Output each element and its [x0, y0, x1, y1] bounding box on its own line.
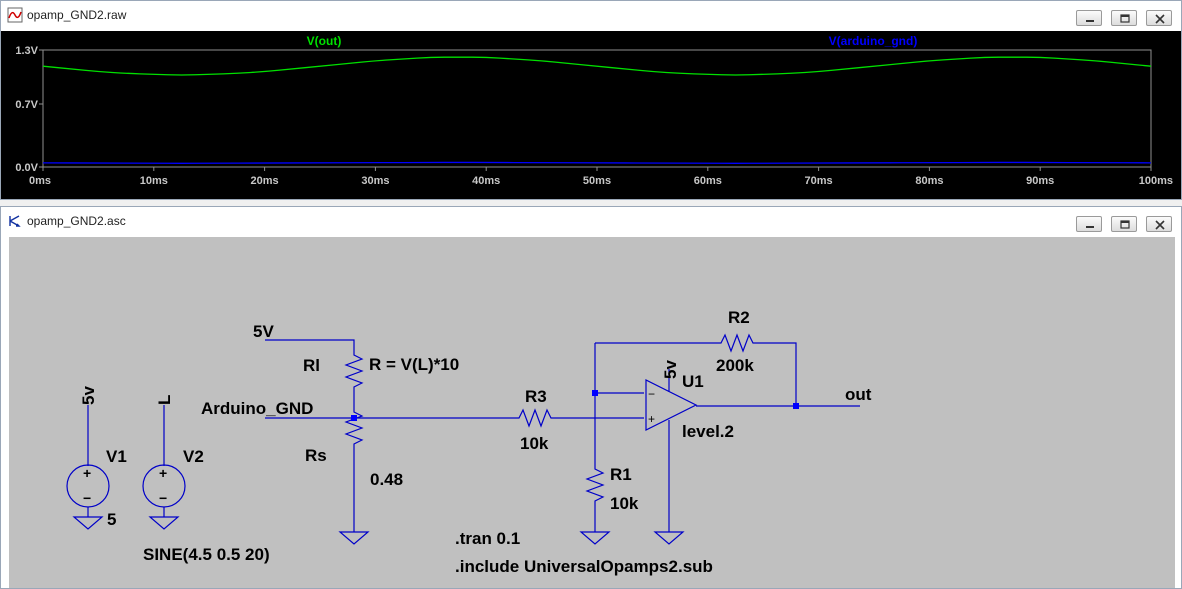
- y-tick-label: 0.7V: [15, 99, 38, 111]
- resistor-r2-label: R2: [728, 308, 750, 327]
- ground-rs-icon: [338, 531, 370, 545]
- resistor-rl-value: R = V(L)*10: [369, 355, 459, 374]
- voltage-source-v1-value: 5: [107, 510, 116, 529]
- schematic-canvas[interactable]: 5V Rl R = V(L)*10 Arduino_GND Rs 0.48 R3…: [9, 237, 1175, 589]
- close-icon: [1155, 14, 1165, 24]
- opamp-u1-label: U1: [682, 372, 704, 391]
- resistor-r3-label: R3: [525, 387, 547, 406]
- restore-icon: [1120, 220, 1130, 229]
- v2-minus-sign: −: [159, 490, 167, 506]
- ground-v2-icon: [148, 516, 180, 530]
- minimize-icon: [1086, 20, 1094, 22]
- series-v-out-line[interactable]: [42, 56, 1152, 76]
- resistor-rs-label: Rs: [305, 446, 327, 465]
- resistor-rl-label: Rl: [303, 356, 320, 375]
- schematic-drawing[interactable]: 5V Rl R = V(L)*10 Arduino_GND Rs 0.48 R3…: [9, 237, 1175, 589]
- voltage-source-v2-label: V2: [183, 447, 204, 466]
- close-button[interactable]: [1146, 216, 1172, 232]
- waveform-chart[interactable]: V(out) V(arduino_gnd) 1.3V 0.7V 0.0V 0ms 10m…: [1, 31, 1182, 200]
- restore-button[interactable]: [1111, 10, 1137, 26]
- window-border-right: [1175, 237, 1181, 588]
- voltage-source-v1-label: V1: [106, 447, 127, 466]
- resistor-r3-value: 10k: [520, 434, 549, 453]
- opamp-minus-sign: −: [648, 387, 655, 401]
- waveform-window: opamp_GND2.raw V(out) V(arduino_gnd) 1.3V…: [0, 0, 1182, 200]
- junction-arduino-gnd[interactable]: [351, 415, 357, 421]
- ground-v1-icon: [72, 516, 104, 530]
- voltage-source-v2-value: SINE(4.5 0.5 20): [143, 545, 270, 564]
- resistor-rs-symbol[interactable]: [344, 407, 364, 449]
- minimize-icon: [1086, 226, 1094, 228]
- schematic-window: opamp_GND2.asc: [0, 206, 1182, 589]
- resistor-r2-value: 200k: [716, 356, 754, 375]
- schematic-icon: [9, 215, 21, 227]
- v2-plus-sign: +: [159, 465, 167, 481]
- resistor-r1-symbol[interactable]: [585, 464, 605, 506]
- x-tick-label: 100ms: [1139, 175, 1173, 187]
- spice-directive-tran[interactable]: .tran 0.1: [455, 529, 520, 548]
- net-label-out: out: [845, 385, 872, 404]
- net-label-arduino-gnd: Arduino_GND: [201, 399, 313, 418]
- waveform-window-title: opamp_GND2.raw: [27, 8, 127, 22]
- close-icon: [1155, 220, 1165, 230]
- x-tick-label: 70ms: [805, 175, 833, 187]
- legend-entry[interactable]: V(arduino_gnd): [829, 34, 918, 48]
- x-tick-label: 40ms: [472, 175, 500, 187]
- opamp-model-label: level.2: [682, 422, 734, 441]
- wire-inverting-input[interactable]: [594, 343, 644, 464]
- x-tick-label: 30ms: [361, 175, 389, 187]
- waveform-icon: [7, 7, 23, 23]
- window-border-left: [1, 237, 9, 588]
- x-tick-label: 0ms: [29, 175, 51, 187]
- v1-minus-sign: −: [83, 490, 91, 506]
- minimize-button[interactable]: [1076, 10, 1102, 26]
- y-tick-label: 0.0V: [15, 162, 38, 174]
- opamp-u1-symbol[interactable]: [645, 379, 698, 431]
- resistor-r2-symbol[interactable]: [707, 333, 797, 406]
- x-tick-label: 80ms: [915, 175, 943, 187]
- waveform-plot[interactable]: V(out) V(arduino_gnd) 1.3V 0.7V 0.0V 0ms 10m…: [1, 31, 1182, 200]
- net-label-v2: L: [155, 395, 174, 405]
- net-label-v1: 5v: [79, 386, 98, 405]
- legend-entry[interactable]: V(out): [307, 34, 342, 48]
- x-tick-label: 10ms: [140, 175, 168, 187]
- series-v-arduino-gnd-line[interactable]: [42, 161, 1152, 164]
- ground-opamp-icon: [653, 531, 685, 545]
- x-tick-label: 20ms: [251, 175, 279, 187]
- resistor-r1-value: 10k: [610, 494, 639, 513]
- x-tick-label: 60ms: [694, 175, 722, 187]
- resistor-r1-label: R1: [610, 465, 632, 484]
- x-tick-label: 90ms: [1026, 175, 1054, 187]
- opamp-supply-label: 5v: [661, 360, 680, 379]
- restore-icon: [1120, 14, 1130, 23]
- resistor-r3-symbol[interactable]: [514, 408, 569, 428]
- x-tick-label: 50ms: [583, 175, 611, 187]
- y-tick-label: 1.3V: [15, 45, 38, 57]
- schematic-titlebar[interactable]: opamp_GND2.asc: [1, 207, 1181, 237]
- restore-button[interactable]: [1111, 216, 1137, 232]
- plot-frame: [42, 49, 1152, 168]
- minimize-button[interactable]: [1076, 216, 1102, 232]
- spice-directive-include[interactable]: .include UniversalOpamps2.sub: [455, 557, 713, 576]
- junction-inverting-input[interactable]: [592, 390, 598, 396]
- waveform-titlebar[interactable]: opamp_GND2.raw: [1, 1, 1181, 31]
- junction-output[interactable]: [793, 403, 799, 409]
- resistor-rl-symbol[interactable]: [344, 350, 364, 392]
- schematic-window-title: opamp_GND2.asc: [27, 214, 126, 228]
- opamp-plus-sign: +: [648, 412, 655, 426]
- wire-5v[interactable]: [265, 339, 355, 350]
- close-button[interactable]: [1146, 10, 1172, 26]
- resistor-rs-value: 0.48: [370, 470, 403, 489]
- net-label-5v: 5V: [253, 322, 274, 341]
- ground-r1-icon: [579, 531, 611, 545]
- v1-plus-sign: +: [83, 465, 91, 481]
